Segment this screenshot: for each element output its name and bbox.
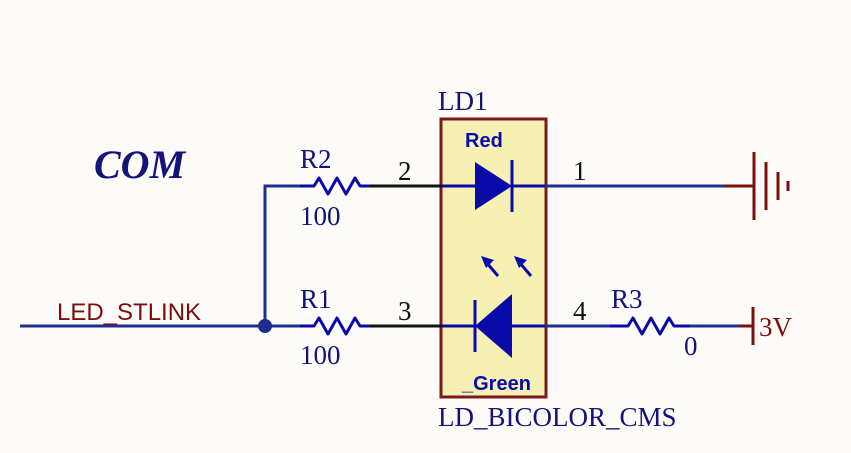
green-led-label: _Green	[461, 373, 531, 395]
wires	[20, 184, 740, 328]
red-led-label: Red	[465, 130, 503, 152]
green-led-diode-icon	[442, 294, 545, 358]
pin-2-label: 2	[398, 156, 412, 186]
net-label-led-stlink: LED_STLINK	[57, 299, 201, 326]
resistor-r1	[300, 316, 442, 336]
r2-zigzag-icon	[300, 176, 370, 196]
r1-designator: R1	[300, 284, 332, 314]
power-port-3v-icon	[740, 307, 755, 345]
sheet-title: COM	[94, 142, 187, 187]
ld1-designator: LD1	[438, 86, 488, 116]
led-package-box	[439, 117, 548, 399]
ld1-part-name: LD_BICOLOR_CMS	[438, 402, 677, 432]
pin-4-label: 4	[573, 296, 587, 326]
red-led-diode-icon	[442, 160, 545, 212]
r3-designator: R3	[611, 284, 643, 314]
resistor-r2	[300, 176, 442, 196]
r2-designator: R2	[300, 144, 332, 174]
r3-value: 0	[684, 331, 698, 361]
light-emission-arrows-icon	[481, 256, 533, 277]
r1-zigzag-icon	[300, 316, 370, 336]
r1-value: 100	[300, 340, 341, 370]
ground-symbol-icon	[724, 152, 790, 220]
r2-value: 100	[300, 201, 341, 231]
r3-zigzag-icon	[610, 316, 690, 336]
junction-dot	[258, 319, 272, 333]
pin-1-label: 1	[573, 156, 587, 186]
pin-3-label: 3	[398, 296, 412, 326]
wire-branch-to-r2	[263, 184, 300, 326]
power-port-3v-label: 3V	[759, 312, 793, 342]
